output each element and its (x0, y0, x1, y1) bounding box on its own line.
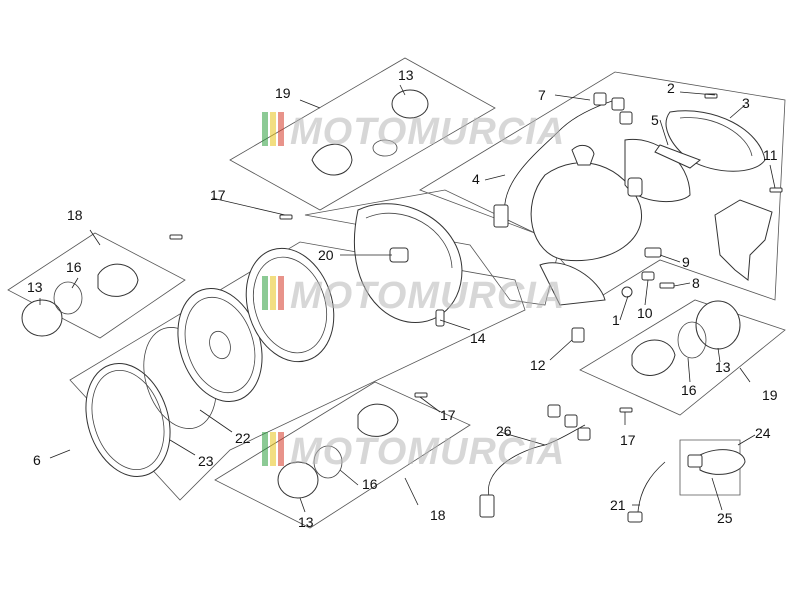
watermark-text-top: MOTOMURCIA (290, 111, 565, 153)
tail-bulb (571, 144, 595, 166)
callout-25: 25 (717, 510, 733, 526)
callout-22: 22 (235, 430, 251, 446)
frame-right-indicator-group (579, 299, 786, 416)
washer-1 (621, 286, 633, 298)
wiring-harness-26 (479, 404, 591, 518)
small-hardware (571, 93, 783, 343)
group-frames (7, 57, 786, 529)
callout-13-top: 13 (398, 67, 414, 83)
callout-4: 4 (472, 171, 480, 187)
headlight-rim (85, 362, 171, 478)
callout-17-top: 17 (210, 187, 226, 203)
callout-18-left: 18 (67, 207, 83, 223)
mounting-bracket (714, 199, 773, 281)
watermark-top: MOTOMURCIA (262, 111, 565, 153)
indicator-bottom (277, 392, 428, 499)
headlight-reflector (245, 247, 335, 363)
tail-lens-holder (624, 138, 691, 203)
callout-10: 10 (637, 305, 653, 321)
callout-1: 1 (612, 312, 620, 328)
callout-20: 20 (318, 247, 334, 263)
bolt-9 (644, 247, 662, 258)
callout-7: 7 (538, 87, 546, 103)
connector-14 (435, 309, 445, 327)
frame-top-indicator-group (229, 57, 496, 211)
callout-12: 12 (530, 357, 546, 373)
spacer-12 (571, 327, 585, 343)
frame-headlight-group (69, 241, 526, 501)
watermark-middle: MOTOMURCIA (262, 275, 565, 317)
watermark-text-middle: MOTOMURCIA (290, 275, 565, 317)
callout-6: 6 (33, 452, 41, 468)
tail-gasket (654, 144, 701, 169)
callout-16-bottom: 16 (362, 476, 378, 492)
callout-17-right: 17 (620, 432, 636, 448)
indicator-top (279, 89, 429, 220)
callout-3: 3 (742, 95, 750, 111)
callout-24: 24 (755, 425, 771, 441)
frame-left-indicator-group (7, 232, 186, 339)
callout-21: 21 (610, 497, 626, 513)
callout-13-left: 13 (27, 279, 43, 295)
callout-26: 26 (496, 423, 512, 439)
callout-18-bottom: 18 (430, 507, 446, 523)
callout-8: 8 (692, 275, 700, 291)
watermark-bottom: MOTOMURCIA (262, 431, 565, 473)
headlight-bulb (389, 247, 409, 263)
callout-19-top: 19 (275, 85, 291, 101)
callout-14: 14 (470, 330, 486, 346)
callout-17-bottom: 17 (440, 407, 456, 423)
frame-headlight-shell-group (304, 189, 561, 306)
callout-13-right: 13 (715, 359, 731, 375)
callout-labels: 1 2 3 4 5 6 7 8 9 10 11 12 13 13 13 13 1… (27, 67, 778, 530)
plate-light (627, 449, 746, 523)
screw-11 (769, 187, 783, 193)
frame-plate-light-group (679, 439, 741, 496)
callout-16-right: 16 (681, 382, 697, 398)
frame-bottom-indicator-group (214, 381, 471, 529)
headlight-shell (354, 203, 463, 324)
tail-housing (530, 162, 642, 306)
screw-8 (659, 282, 675, 289)
indicator-left (21, 234, 183, 337)
indicator-right (619, 300, 741, 413)
callout-13-bottom: 13 (298, 514, 314, 530)
callout-2: 2 (667, 80, 675, 96)
callout-5: 5 (651, 112, 659, 128)
callout-9: 9 (682, 254, 690, 270)
callout-19-right: 19 (762, 387, 778, 403)
callout-16-left: 16 (66, 259, 82, 275)
leader-lines (39, 84, 776, 513)
nut-10 (641, 271, 655, 281)
callout-23: 23 (198, 453, 214, 469)
tail-wiring (493, 92, 633, 228)
callout-11: 11 (763, 147, 778, 163)
watermark-text-bottom: MOTOMURCIA (290, 431, 565, 473)
